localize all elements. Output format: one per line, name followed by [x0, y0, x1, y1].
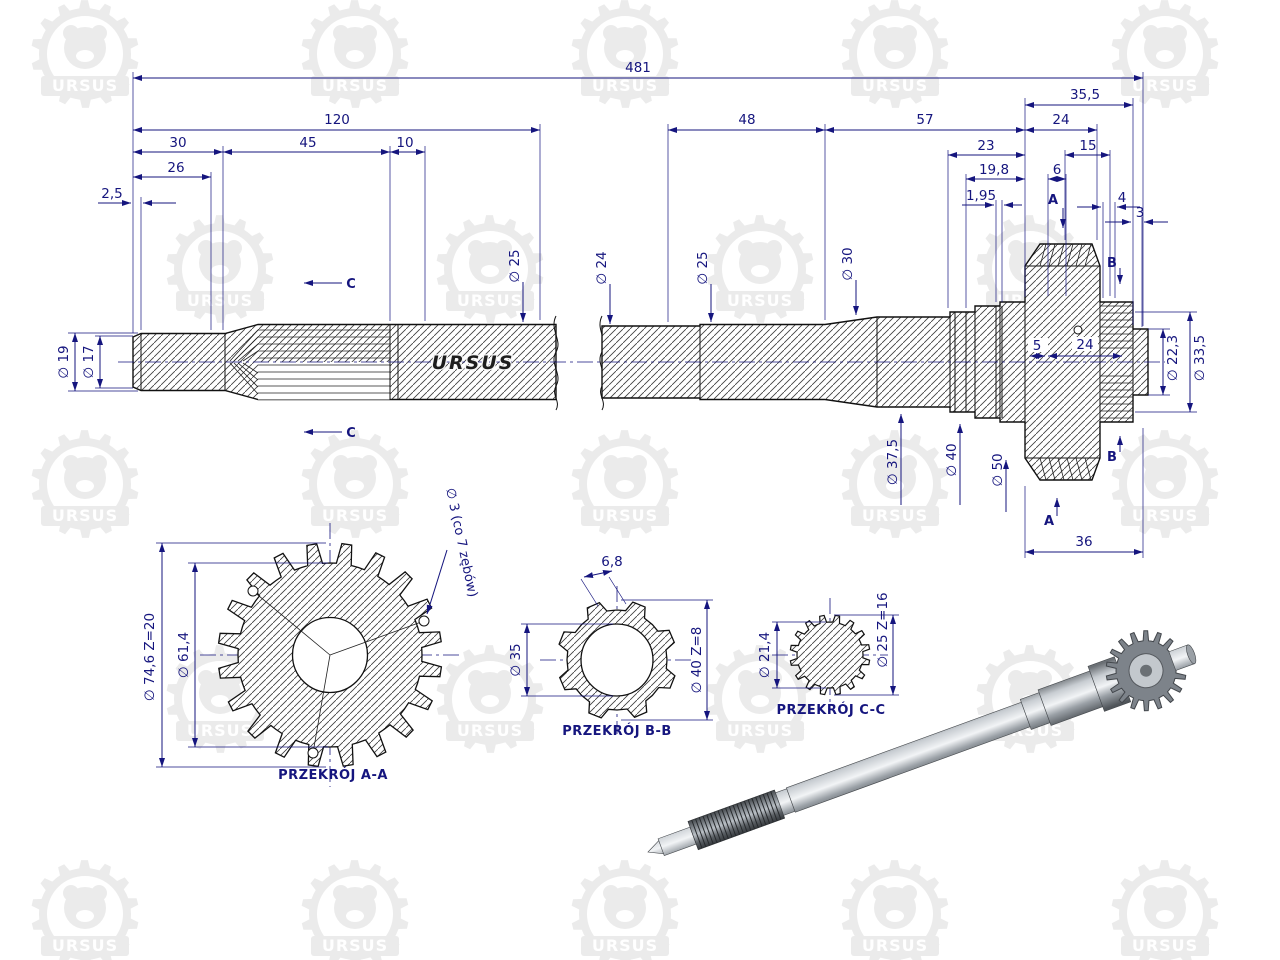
- ursus-watermark: [1111, 0, 1219, 108]
- dim-dia-22-3: ∅ 22,3: [1165, 335, 1181, 381]
- main-shaft-view: URSUS: [118, 243, 1165, 481]
- render-main-shaft: [786, 701, 1031, 813]
- ursus-watermark: [301, 0, 409, 108]
- dim-57: 57: [916, 112, 933, 128]
- dim-6-8: 6,8: [601, 554, 622, 570]
- hole-pattern-note: ∅ 3 (co 7 zębów): [442, 487, 480, 599]
- dim-30: 30: [169, 135, 186, 151]
- section-a-view: ∅ 74,6 Z=20 ∅ 61,4 ∅ 3 (co 7 zębów) PRZE…: [142, 487, 480, 787]
- spline-lines-right-bottom: [1100, 375, 1133, 419]
- section-c-view: ∅ 21,4 ∅ 25 Z=16 PRZEKRÓJ C-C: [757, 592, 899, 718]
- dim-24-top: 24: [1052, 112, 1069, 128]
- gear-teeth-bottom: [1039, 457, 1092, 481]
- dim-26: 26: [167, 160, 184, 176]
- dim-10: 10: [396, 135, 413, 151]
- section-marker-c-top: C: [346, 277, 356, 292]
- dim-dia-50: ∅ 50: [990, 453, 1006, 486]
- section-a-hole-leaders: [252, 590, 425, 754]
- dim-dia-19: ∅ 19: [56, 345, 72, 378]
- dim-dia-24: ∅ 24: [594, 251, 610, 284]
- gear-teeth-top: [1039, 243, 1092, 267]
- dim-15: 15: [1079, 138, 1096, 154]
- dim-24-inner: 24: [1076, 337, 1093, 353]
- section-b-view: 6,8 ∅ 35 ∅ 40 Z=8 PRZEKRÓJ B-B: [508, 554, 713, 739]
- oil-hole: [1073, 325, 1083, 335]
- ursus-watermark: [31, 860, 139, 960]
- section-b-title: PRZEKRÓJ B-B: [562, 723, 672, 739]
- section-c-gear: [789, 614, 871, 696]
- dim-3: 3: [1136, 205, 1145, 221]
- ursus-watermark: [31, 0, 139, 108]
- dim-dia-33-5: ∅ 33,5: [1192, 335, 1208, 381]
- dim-48: 48: [738, 112, 755, 128]
- spline-lines-right-top: [1100, 305, 1133, 349]
- dim-5-inner: 5: [1033, 338, 1042, 354]
- break-line-left: [553, 315, 559, 411]
- ursus-watermark: [571, 0, 679, 108]
- lightening-hole-1: [418, 615, 430, 627]
- dim-1-95: 1,95: [966, 188, 996, 204]
- ursus-watermark: [301, 860, 409, 960]
- dim-120: 120: [324, 112, 350, 128]
- section-marker-b-bottom: B: [1107, 450, 1117, 465]
- spline-runout: [229, 329, 259, 395]
- dim-dia-35: ∅ 35: [508, 643, 524, 676]
- ursus-watermark: [166, 215, 274, 323]
- extension-lines: [68, 72, 1197, 558]
- section-a-title: PRZEKRÓJ A-A: [278, 767, 388, 783]
- ursus-watermark: [571, 430, 679, 538]
- dim-total-length: 481: [625, 60, 651, 76]
- shaft-brand-text: URSUS: [432, 352, 515, 374]
- render-stub-end: [1186, 644, 1197, 665]
- gear-root-lines: [1025, 265, 1100, 459]
- section-marker-c-bottom: C: [346, 426, 356, 441]
- dim-dia-37-5: ∅ 37,5: [885, 439, 901, 485]
- dim-dia-25-left: ∅ 25: [507, 249, 523, 282]
- ursus-watermark: [1111, 860, 1219, 960]
- section-b-bore: [580, 623, 654, 697]
- render-spline-section: [687, 789, 786, 851]
- ursus-watermark: [706, 215, 814, 323]
- spline-window: [258, 362, 390, 400]
- dim-dia-25-z16: ∅ 25 Z=16: [875, 592, 891, 667]
- spline-lines-left: [258, 329, 390, 394]
- dim-dia-21-4: ∅ 21,4: [757, 632, 773, 678]
- section-marker-b-top: B: [1107, 256, 1117, 271]
- shaft-3d-render: [647, 630, 1197, 857]
- dim-23: 23: [977, 138, 994, 154]
- lightening-hole-2: [247, 585, 259, 597]
- dim-dia-61-4: ∅ 61,4: [176, 632, 192, 678]
- lightening-hole-3: [307, 747, 319, 759]
- main-dimensions: 481 35,5 120 48 57 24 30 45 10 23 15 26 …: [56, 60, 1208, 558]
- dim-dia-30: ∅ 30: [840, 247, 856, 280]
- dim-19-8: 19,8: [979, 162, 1009, 178]
- ursus-watermark: [841, 860, 949, 960]
- ursus-watermark: [31, 430, 139, 538]
- dim-dia-17: ∅ 17: [81, 345, 97, 378]
- render-gear-center: [1140, 664, 1153, 677]
- section-marker-a-top: A: [1048, 193, 1058, 208]
- dim-dia-74-6: ∅ 74,6 Z=20: [142, 613, 158, 701]
- ursus-watermark: [571, 860, 679, 960]
- dim-dia-40: ∅ 40: [944, 443, 960, 476]
- ursus-watermark: [1111, 430, 1219, 538]
- render-spline-ridges: [691, 791, 782, 849]
- ursus-watermark: [841, 0, 949, 108]
- ursus-watermark: [301, 430, 409, 538]
- dim-2-5: 2,5: [101, 186, 122, 202]
- dim-6: 6: [1053, 162, 1062, 178]
- dim-45: 45: [299, 135, 316, 151]
- ursus-watermark: [436, 215, 544, 323]
- dim-36: 36: [1075, 534, 1092, 550]
- section-marker-a-bottom: A: [1044, 514, 1054, 529]
- dim-4: 4: [1118, 190, 1127, 206]
- dim-35-5: 35,5: [1070, 87, 1100, 103]
- section-c-title: PRZEKRÓJ C-C: [776, 702, 885, 718]
- dim-dia-25-mid: ∅ 25: [695, 251, 711, 284]
- render-pilot: [657, 826, 697, 857]
- dim-dia-40-z8: ∅ 40 Z=8: [689, 627, 705, 694]
